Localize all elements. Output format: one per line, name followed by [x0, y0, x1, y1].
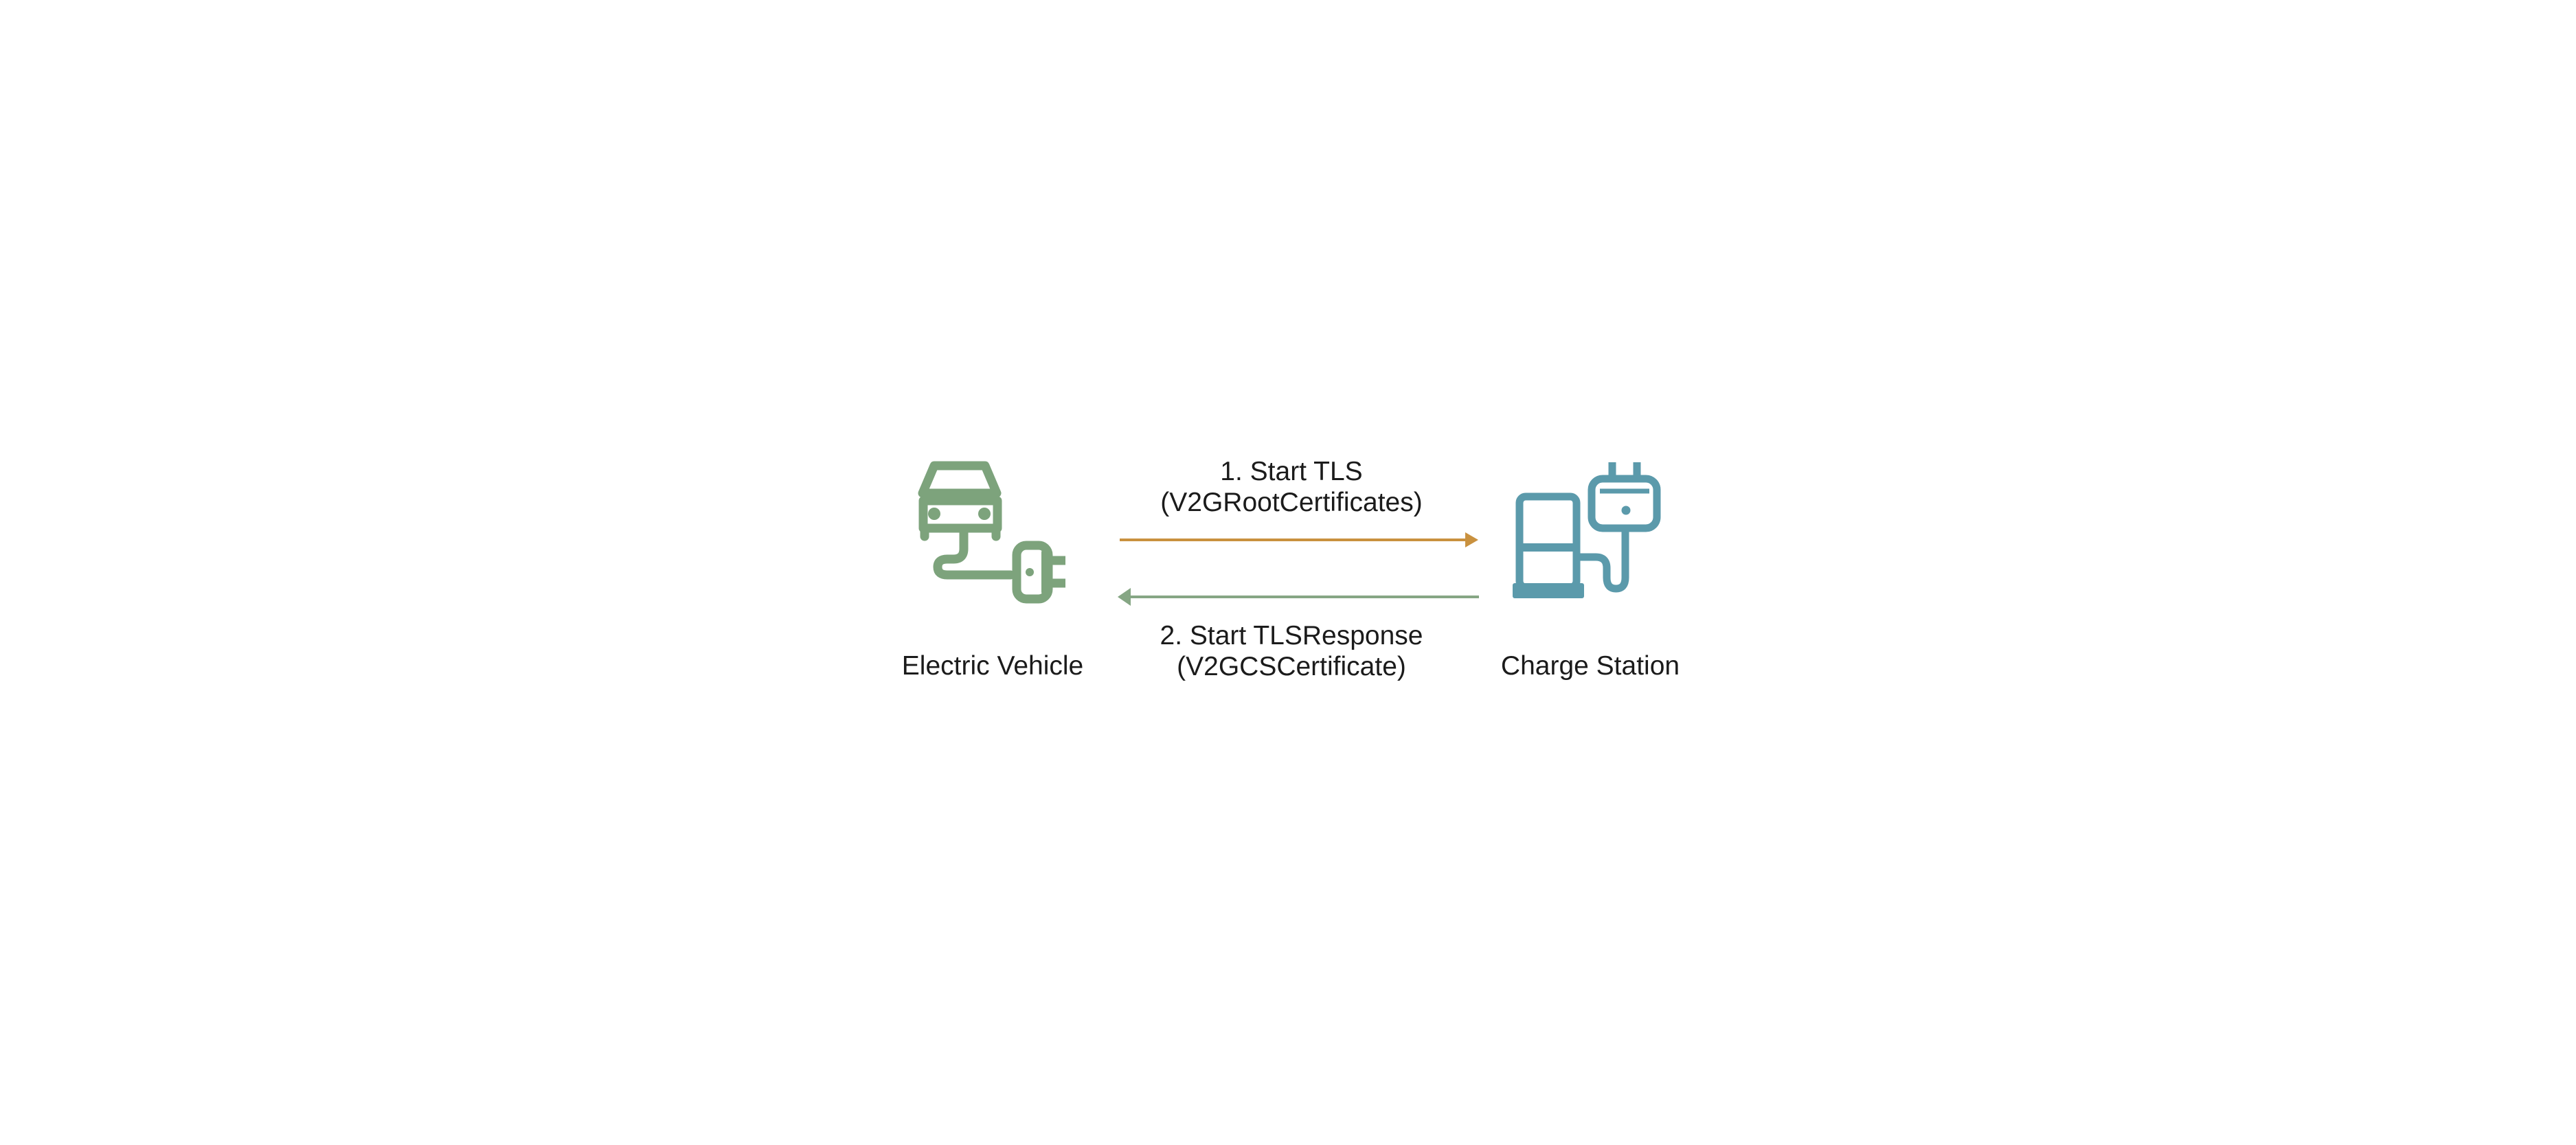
ev-headlight-left — [928, 508, 940, 520]
ev-cable — [933, 523, 1015, 580]
message-1-arrow-line — [1120, 539, 1466, 541]
station-base — [1513, 583, 1584, 598]
entity-label-electric-vehicle: Electric Vehicle — [901, 651, 1084, 681]
ev-plug-bar — [1041, 549, 1049, 595]
electric-vehicle-icon — [918, 461, 1065, 604]
message-2-arrowhead-left-icon — [1118, 588, 1131, 606]
message-2-line2: (V2GCSCertificate) — [1177, 652, 1406, 681]
ev-car-roof — [918, 461, 1002, 498]
message-1-label: 1. Start TLS (V2GRootCertificates) — [1113, 456, 1470, 518]
message-2-arrow-line — [1131, 596, 1479, 598]
ev-headlight-right — [978, 508, 991, 520]
station-pedestal — [1515, 492, 1581, 591]
message-1-line1: 1. Start TLS — [1220, 457, 1363, 486]
ev-plug-dot — [1026, 568, 1034, 576]
entity-charge-station — [1504, 443, 1676, 608]
entity-label-charge-station: Charge Station — [1500, 651, 1680, 681]
entity-electric-vehicle — [907, 446, 1078, 611]
charge-station-icon — [1513, 462, 1661, 598]
message-1-arrowhead-right-icon — [1465, 532, 1478, 547]
station-plug-dot — [1621, 506, 1631, 515]
station-plug-body — [1588, 475, 1661, 532]
message-1-line2: (V2GRootCertificates) — [1160, 488, 1423, 517]
station-cable — [1576, 525, 1629, 593]
message-2-line1: 2. Start TLSResponse — [1160, 621, 1423, 650]
message-2-label: 2. Start TLSResponse (V2GCSCertificate) — [1113, 620, 1470, 682]
